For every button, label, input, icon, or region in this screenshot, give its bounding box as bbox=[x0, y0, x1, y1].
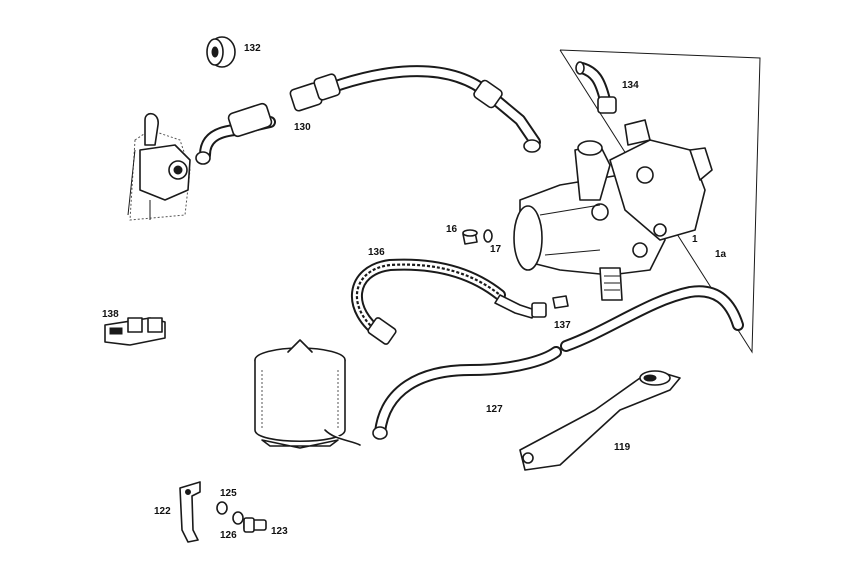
label-138: 138 bbox=[102, 309, 119, 320]
part-136-pressure-hose[interactable] bbox=[351, 258, 547, 346]
part-125-washer[interactable] bbox=[216, 501, 228, 515]
label-125: 125 bbox=[220, 488, 237, 499]
part-127-lower-hose[interactable] bbox=[372, 285, 744, 440]
part-122-bracket[interactable] bbox=[179, 481, 201, 543]
part-137-union-fitting[interactable] bbox=[552, 295, 569, 309]
label-130: 130 bbox=[294, 122, 311, 133]
part-134-elbow-fitting[interactable] bbox=[575, 61, 617, 114]
label-122: 122 bbox=[154, 506, 171, 517]
part-123-bolt[interactable] bbox=[243, 517, 267, 533]
part-16-plug[interactable] bbox=[462, 229, 478, 245]
label-132: 132 bbox=[244, 43, 261, 54]
label-119: 119 bbox=[614, 442, 631, 453]
part-138-clip[interactable] bbox=[104, 317, 166, 346]
fluid-reservoir bbox=[254, 339, 361, 449]
label-136: 136 bbox=[368, 247, 385, 258]
label-1: 1 bbox=[692, 234, 698, 245]
part-126-nut[interactable] bbox=[232, 511, 244, 525]
label-137: 137 bbox=[554, 320, 571, 331]
label-1a: 1a bbox=[715, 249, 727, 260]
part-1-steering-gearbox[interactable] bbox=[513, 119, 713, 301]
label-123: 123 bbox=[271, 526, 288, 537]
part-17-seal-ring[interactable] bbox=[483, 229, 493, 243]
label-134: 134 bbox=[622, 80, 639, 91]
label-127: 127 bbox=[486, 404, 503, 415]
label-16: 16 bbox=[446, 224, 458, 235]
label-17: 17 bbox=[490, 244, 502, 255]
part-130-return-hose[interactable] bbox=[195, 65, 541, 165]
part-132-bushing[interactable] bbox=[206, 36, 236, 68]
part-labels: 1 1a 16 17 119 122 123 125 126 127 130 1… bbox=[102, 43, 727, 541]
pump-housing-fragment bbox=[127, 112, 191, 221]
label-126: 126 bbox=[220, 530, 237, 541]
part-119-pitman-arm[interactable] bbox=[519, 370, 681, 471]
